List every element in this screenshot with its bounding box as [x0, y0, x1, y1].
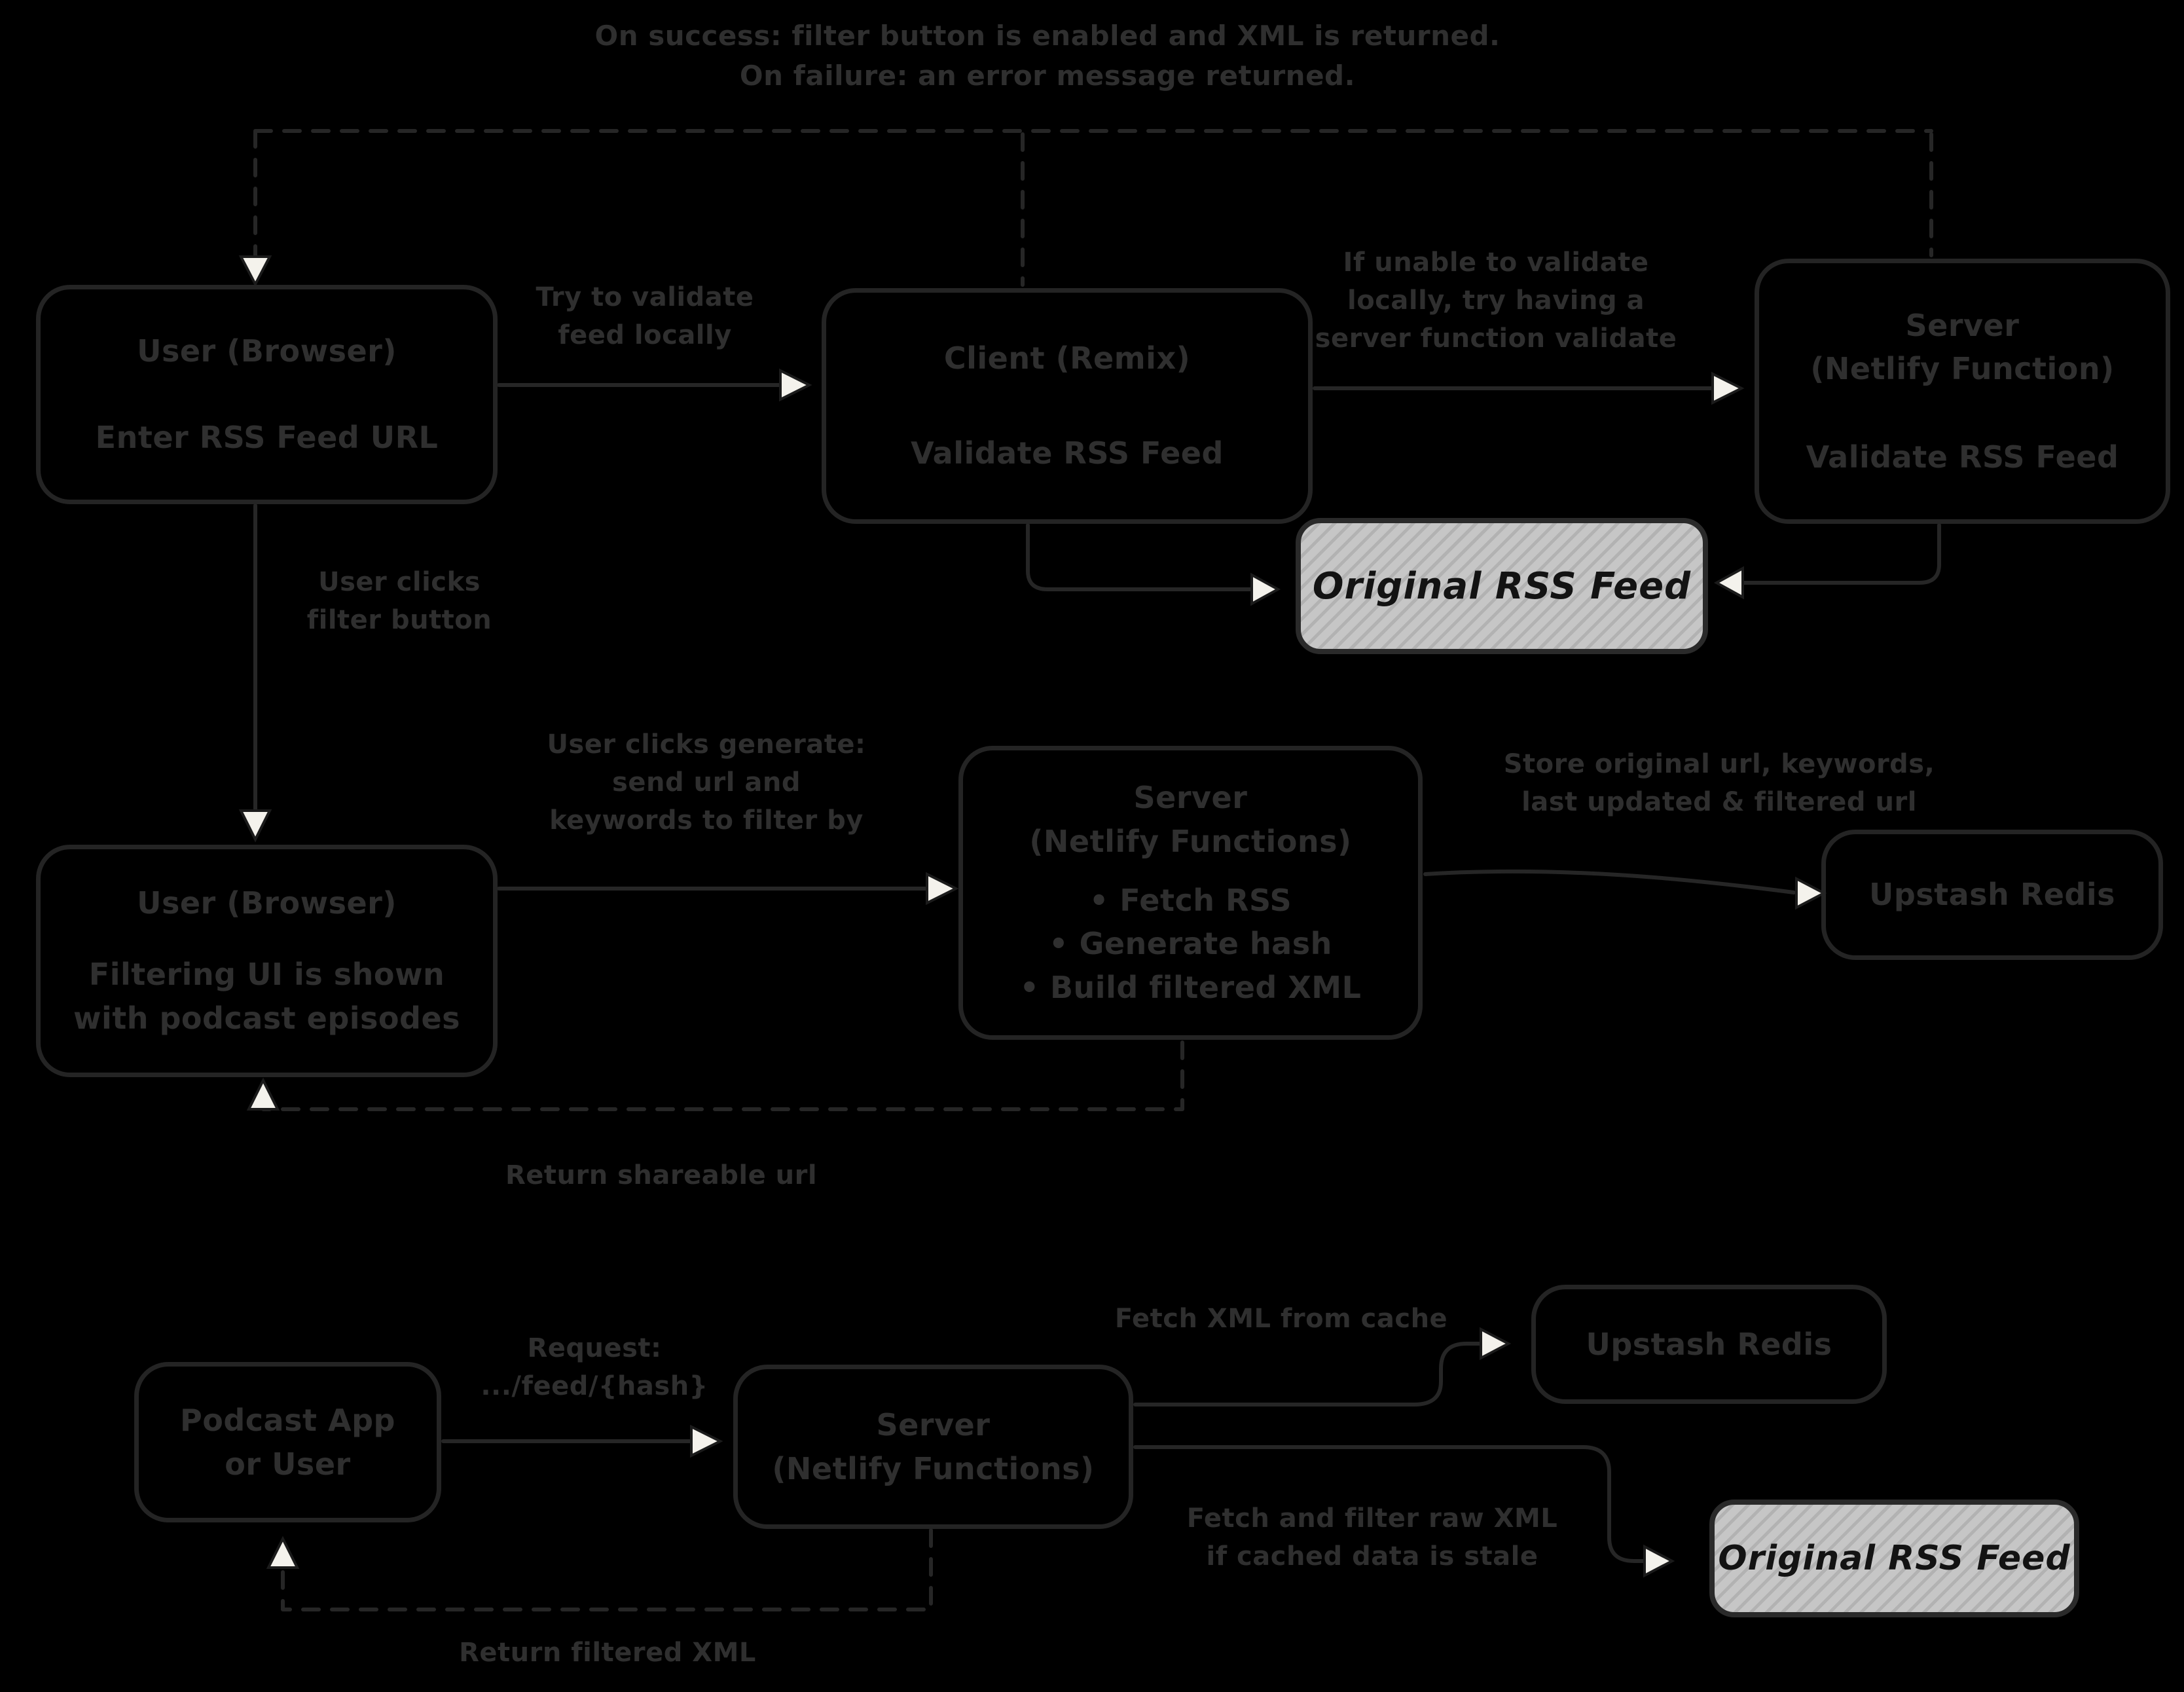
original-rss-feed-box-2: Original RSS Feed: [1709, 1499, 2079, 1617]
arrowhead-right-server3: [690, 1424, 723, 1458]
arrowhead-right-client: [779, 368, 812, 402]
feed-box-label: Original RSS Feed: [1312, 564, 1692, 608]
dashed-return-filtered: [281, 1528, 933, 1611]
podcast-app-box: Podcast App or User: [134, 1362, 441, 1522]
arrow-client-to-feed: [1026, 523, 1252, 591]
arrowhead-right-redis2: [1480, 1327, 1512, 1361]
top-annotation: On success: filter button is enabled and…: [594, 20, 1501, 92]
client-remix-box: Client (Remix) Validate RSS Feed: [822, 288, 1313, 524]
label-store-url: Store original url, keywords, last updat…: [1503, 749, 1935, 817]
upstash-redis-box-1: Upstash Redis: [1821, 830, 2163, 960]
label-fetch-xml-cache: Fetch XML from cache: [1114, 1304, 1448, 1334]
box-title: Server (Netlify Functions): [772, 1407, 1095, 1486]
arrowhead-right-server1: [1711, 371, 1745, 405]
server-netlify-function-box: Server (Netlify Function) Validate RSS F…: [1755, 259, 2170, 524]
dashed-return-shareable: [261, 1040, 1184, 1111]
box-title: Upstash Redis: [1868, 877, 2116, 913]
label-user-clicks-generate: User clicks generate: send url and keywo…: [547, 729, 866, 836]
server-netlify-functions-box-2: Server (Netlify Functions) • Fetch RSS •…: [958, 746, 1423, 1040]
box-body: Validate RSS Feed: [911, 435, 1224, 471]
box-bullets: • Fetch RSS • Generate hash • Build filt…: [1019, 882, 1362, 1005]
box-body: Enter RSS Feed URL: [95, 420, 439, 456]
arrowhead-right-redis1: [1795, 876, 1827, 910]
original-rss-feed-box-1: Original RSS Feed: [1296, 518, 1708, 654]
box-title: Upstash Redis: [1586, 1326, 1832, 1362]
box-title: Server (Netlify Functions): [1029, 780, 1352, 860]
label-return-shareable-url: Return shareable url: [505, 1160, 818, 1190]
box-title: User (Browser): [137, 333, 397, 369]
arrow-server3-to-feed2: [1133, 1445, 1645, 1563]
label-validate-locally: Try to validate feed locally: [536, 282, 754, 350]
arrowhead-right-feed2: [1643, 1544, 1675, 1578]
user-browser-box-1: User (Browser) Enter RSS Feed URL: [36, 285, 498, 504]
arrowhead-down-user2: [238, 809, 272, 843]
box-title: Client (Remix): [943, 340, 1191, 377]
label-server-validate: If unable to validate locally, try havin…: [1315, 248, 1677, 354]
label-fetch-filter-stale: Fetch and filter raw XML if cached data …: [1186, 1503, 1558, 1572]
user-browser-box-2: User (Browser) Filtering UI is shown wit…: [36, 845, 498, 1077]
arrow-server3-to-redis2: [1133, 1342, 1482, 1407]
box-body: Validate RSS Feed: [1806, 439, 2119, 475]
server-netlify-functions-box-3: Server (Netlify Functions): [733, 1365, 1133, 1529]
arrow-server-to-feed: [1742, 523, 1941, 585]
arrowhead-down-user1: [238, 255, 272, 287]
arrowhead-right-server2: [926, 872, 959, 906]
box-title: Podcast App or User: [180, 1402, 395, 1482]
arrow-server2-to-redis: [1423, 869, 1796, 894]
box-title: Server (Netlify Function): [1810, 307, 2115, 387]
arrowhead-right-feed1: [1250, 572, 1281, 606]
label-request-feed-hash: Request: .../feed/{hash}: [481, 1333, 708, 1401]
feed-box-label: Original RSS Feed: [1718, 1539, 2071, 1578]
label-return-filtered-xml: Return filtered XML: [459, 1638, 756, 1668]
arrowhead-up-podcast: [266, 1536, 300, 1569]
box-body: Filtering UI is shown with podcast episo…: [73, 957, 461, 1037]
label-user-clicks-filter: User clicks filter button: [306, 567, 492, 635]
arrowhead-left-feed1: [1713, 566, 1744, 600]
box-title: User (Browser): [137, 885, 397, 921]
upstash-redis-box-2: Upstash Redis: [1531, 1285, 1887, 1404]
arrowhead-up-user2: [246, 1077, 280, 1111]
